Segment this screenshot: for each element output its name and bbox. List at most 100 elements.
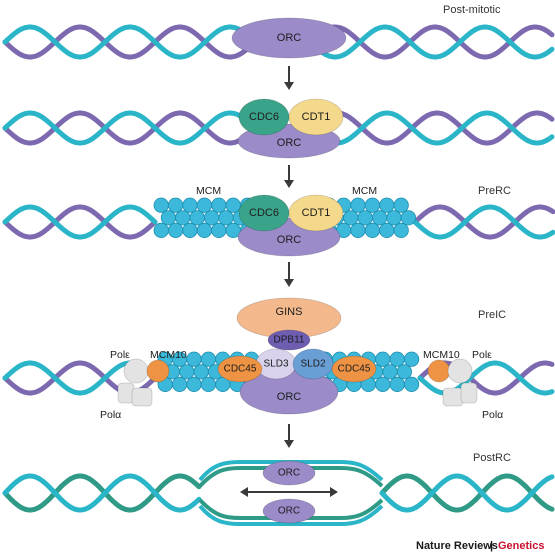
mcm-subunit [196, 222, 212, 238]
dna-helix-right [307, 24, 555, 60]
dna-strand-a [2, 204, 158, 240]
dna-helix-left [2, 204, 158, 240]
mcm10-label-left: MCM10 [150, 349, 187, 361]
orc-label: ORC [277, 32, 302, 44]
mcm-subunit [382, 364, 398, 380]
pol-epsilon-label-right: Polε [472, 349, 492, 361]
mcm-subunit [350, 222, 366, 238]
mcm-subunit [393, 222, 409, 238]
mcm-subunit [379, 222, 395, 238]
arrow-step-4 [284, 424, 294, 448]
stage-label-post-mitotic: Post-mitotic [443, 4, 501, 16]
stage-preic: ORC GINS DPB11 SLD3 SLD2 CDC45 CDC45 Pol… [2, 297, 555, 421]
mcm-subunit [168, 197, 184, 213]
sld3-label: SLD3 [263, 359, 288, 370]
stage-label-postrc: PostRC [473, 452, 511, 464]
pol-epsilon-right [447, 358, 473, 384]
mcm-subunit [182, 222, 198, 238]
cdt1-protein [288, 194, 344, 232]
orc-label: ORC [277, 391, 302, 403]
mcm-subunit [153, 197, 169, 213]
sld2-protein [292, 348, 334, 380]
mcm-subunit [189, 210, 205, 226]
dna-helix-right [412, 204, 555, 240]
mcm-subunit [179, 364, 195, 380]
orc-label: ORC [277, 234, 302, 246]
mcm-subunit [186, 351, 202, 367]
mcm10-label-right: MCM10 [423, 349, 460, 361]
dna-strand-a [2, 110, 270, 146]
orc-complex [231, 17, 347, 59]
journal-name: Nature Reviews [416, 540, 498, 552]
orc-label: ORC [277, 137, 302, 149]
cdt1-label: CDT1 [302, 111, 331, 123]
mcm-subunit [182, 197, 198, 213]
gins-label: GINS [276, 306, 303, 318]
cdc45-right [331, 355, 377, 383]
mcm-subunit [211, 222, 227, 238]
cdc45-left [217, 355, 263, 383]
pol-alpha-label-right: Polα [482, 409, 503, 421]
mcm-subunit [400, 210, 416, 226]
dna-strand-a [2, 473, 202, 513]
pol-alpha-label-left: Polα [100, 409, 121, 421]
stage-orc-cdc6-cdt1: ORC CDC6 CDT1 [2, 98, 555, 159]
mcm10-left [146, 359, 170, 383]
mcm-subunit [153, 222, 169, 238]
credit-separator: | [490, 540, 493, 552]
dna-strand-b [412, 204, 555, 240]
stage-post-mitotic: ORC Post-mitotic [2, 4, 555, 60]
cdt1-protein [288, 98, 344, 136]
mcm-subunit [375, 376, 391, 392]
mcm-subunit [225, 197, 241, 213]
mcm-label-left: MCM [196, 185, 221, 197]
sld2-label: SLD2 [300, 359, 325, 370]
dna-strand-b [2, 110, 270, 146]
cdc45-label-left: CDC45 [224, 364, 257, 375]
mcm-subunit [200, 376, 216, 392]
mcm-subunit [396, 364, 412, 380]
dna-strand-b [2, 24, 264, 60]
mcm-subunit [371, 210, 388, 226]
cdc6-label: CDC6 [249, 111, 279, 123]
mcm-subunit [218, 210, 234, 226]
mcm-subunit [350, 197, 366, 213]
mcm-subunit [403, 351, 420, 367]
dna-strand-b [2, 473, 202, 513]
orc-label-bottom: ORC [278, 506, 300, 517]
mcm-subunit [204, 210, 220, 226]
dna-helix-right [379, 473, 555, 513]
orc-complex-bottom [262, 498, 316, 524]
mcm-subunit [160, 210, 176, 226]
pol-alpha-right [442, 387, 464, 407]
mcm-subunit [389, 376, 405, 392]
dna-helix-left [2, 24, 264, 60]
stage-prerc: ORC CDC6 CDT1 MCM MCM PreRC [2, 185, 555, 257]
arrow-step-3 [284, 262, 294, 287]
mcm-subunit [168, 222, 184, 238]
arrow-step-1 [284, 66, 294, 90]
pol-alpha-left-2 [131, 387, 153, 407]
dna-strand-b [379, 473, 555, 513]
section-name: Genetics [498, 540, 544, 552]
dna-strand-b [2, 204, 158, 240]
mcm-subunit [403, 376, 420, 392]
bidirectional-arrow [240, 487, 338, 497]
mcm-label-right: MCM [352, 185, 377, 197]
mcm-subunit [379, 197, 395, 213]
mcm-subunit [196, 197, 212, 213]
mcm-subunit [364, 222, 380, 238]
dna-strand-b [309, 110, 555, 146]
dpb11-label: DPB11 [274, 335, 305, 346]
mcm-subunit [193, 364, 209, 380]
mcm-subunit [343, 210, 359, 226]
cdc45-label-right: CDC45 [338, 364, 371, 375]
mcm-subunit [357, 210, 373, 226]
dpb11-protein [267, 329, 311, 351]
mcm-subunit [389, 351, 405, 367]
mcm10-right [427, 359, 451, 383]
dna-strand-a [379, 473, 555, 513]
dna-strand-b [307, 24, 555, 60]
mcm-subunit [393, 197, 409, 213]
mcm-subunit [211, 197, 227, 213]
